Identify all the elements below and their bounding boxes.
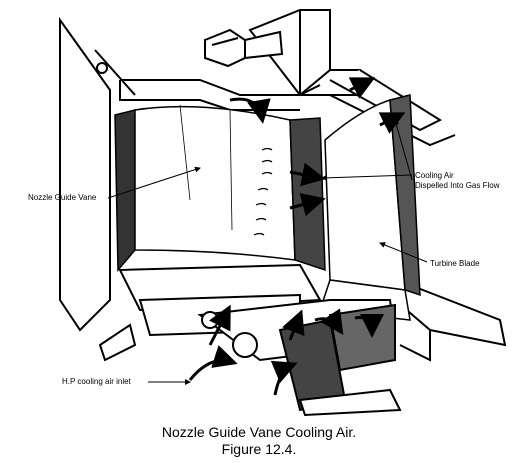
figure-caption-title: Nozzle Guide Vane Cooling Air. <box>161 424 357 440</box>
turbine-blade <box>318 94 421 321</box>
nozzle-guide-vane-diagram: Nozzle Guide Vane Cooling Air Dispelled … <box>28 9 507 417</box>
label-nozzle-guide-vane: Nozzle Guide Vane <box>28 193 97 202</box>
label-cooling-air: Cooling Air <box>415 171 454 180</box>
label-turbine-blade: Turbine Blade <box>430 259 480 268</box>
bolt <box>204 28 284 68</box>
cooling-holes <box>253 147 273 236</box>
nozzle-guide-vane <box>114 104 326 272</box>
airflow-arrows <box>188 77 406 396</box>
leader-lines <box>107 119 428 385</box>
label-hp-cooling-air-inlet: H.P cooling air inlet <box>62 377 132 386</box>
label-dispelled-into-gas-flow: Dispelled Into Gas Flow <box>415 181 500 190</box>
figure-number: Figure 12.4. <box>221 441 297 457</box>
